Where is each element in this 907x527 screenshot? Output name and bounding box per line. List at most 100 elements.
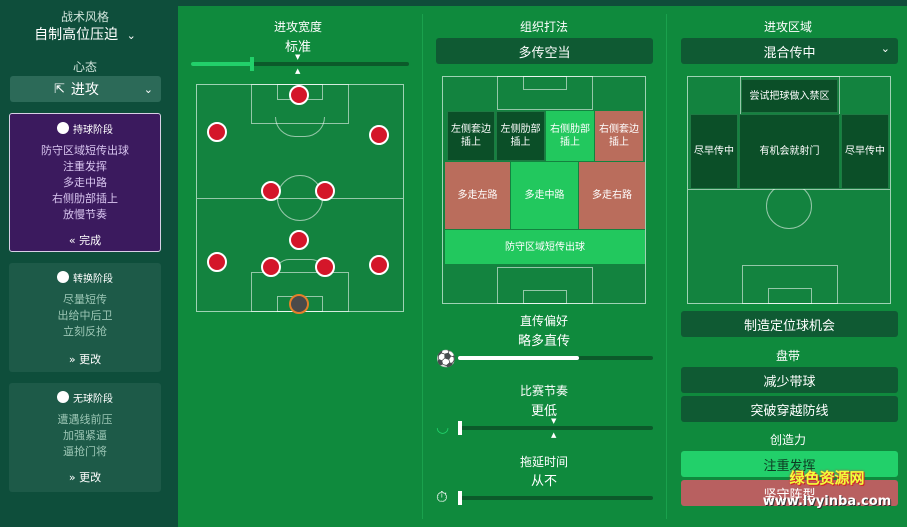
tactics-sidebar: 战术风格 自制高位压迫 ⌄ 心态 ⇱ 进攻 ⌄ 持球阶段 防守区域短传出球 注重… (0, 0, 178, 527)
zone-work-into-box[interactable]: 尝试把球做入禁区 (741, 79, 838, 113)
phase-transition[interactable]: 转换阶段 尽量短传 出给中后卫 立刻反抢 » 更改 (9, 263, 161, 372)
zone-left-overlap[interactable]: 左侧套边插上 (447, 111, 495, 161)
player-marker[interactable] (369, 125, 389, 145)
tempo-title: 比赛节奏 (519, 384, 568, 398)
phase-item: 多走中路 (63, 176, 107, 189)
width-value: 标准 (284, 40, 311, 55)
watermark-logo: 绿色资源网 www.lvyinba.com (762, 469, 892, 509)
set-pieces-button[interactable]: 制造定位球机会 (681, 311, 898, 337)
phase-item: 加强紧逼 (63, 429, 107, 442)
dribble-less-button[interactable]: 减少带球 (681, 367, 898, 393)
phase-item: 放慢节奏 (63, 208, 107, 221)
player-marker[interactable] (315, 257, 335, 277)
player-marker[interactable] (207, 252, 227, 272)
phase-title: 无球阶段 (73, 393, 113, 405)
default-marker-icon: ▼ (551, 417, 557, 425)
phase-item: 注重发挥 (63, 160, 107, 173)
style-value: 自制高位压迫 (34, 27, 119, 43)
phase-title: 持球阶段 (73, 124, 113, 136)
chevrons-right-icon: » (68, 471, 76, 484)
dribble-title: 盘带 (775, 349, 800, 363)
goalkeeper-marker[interactable] (289, 294, 309, 314)
zone-cross-early-left[interactable]: 尽早传中 (690, 114, 738, 189)
passing-title: 直传偏好 (519, 314, 568, 328)
player-marker[interactable] (207, 122, 227, 142)
attack-zones-pitch: 尝试把球做入禁区 尽早传中 有机会就射门 尽早传中 (687, 76, 891, 304)
zone-right-flank[interactable]: 多走右路 (579, 162, 645, 229)
no-ball-icon (57, 391, 69, 403)
stopwatch-icon: ⏱ (436, 488, 448, 506)
zone-center[interactable]: 多走中路 (511, 162, 578, 229)
zone-shoot-on-sight[interactable]: 有机会就射门 (739, 114, 840, 189)
change-button[interactable]: » 更改 (68, 353, 102, 366)
timewaste-slider[interactable]: ⏱ (436, 488, 653, 508)
zones-title: 进攻区域 (763, 20, 812, 34)
phase-in-possession[interactable]: 持球阶段 防守区域短传出球 注重发挥 多走中路 右侧肋部插上 放慢节奏 « 完成 (9, 113, 161, 252)
default-marker-icon: ▲ (551, 431, 557, 439)
phase-item: 出给中后卫 (57, 309, 113, 322)
player-marker[interactable] (315, 181, 335, 201)
width-title: 进攻宽度 (273, 20, 322, 34)
creativity-title: 创造力 (769, 433, 806, 447)
slider-handle[interactable] (250, 57, 255, 71)
phase-item: 尽量短传 (63, 293, 107, 306)
default-marker-icon: ▲ (295, 67, 301, 75)
passing-value: 略多直传 (517, 334, 570, 349)
timewaste-value: 从不 (530, 474, 557, 489)
zone-right-overlap[interactable]: 右侧套边插上 (595, 111, 643, 161)
tempo-value: 更低 (530, 404, 557, 419)
chevrons-right-icon: » (68, 353, 76, 366)
chevrons-left-icon: « (68, 234, 76, 247)
zone-short-goal-kicks[interactable]: 防守区域短传出球 (445, 230, 645, 264)
build-title: 组织打法 (519, 20, 568, 34)
football-icon: ⚽ (436, 349, 456, 368)
timewaste-title: 拖延时间 (519, 455, 568, 469)
zone-left-flank[interactable]: 多走左路 (445, 162, 510, 229)
style-dropdown[interactable]: 自制高位压迫 ⌄ (0, 24, 170, 44)
phase-item: 逼抢门将 (63, 445, 107, 458)
phase-title: 转换阶段 (73, 273, 113, 285)
mentality-label: 心态 (72, 60, 97, 74)
slider-handle[interactable] (458, 421, 462, 435)
style-label: 战术风格 (60, 10, 109, 24)
express-button[interactable]: 注重发挥 (681, 451, 898, 477)
chevron-down-icon: ⌄ (143, 82, 153, 96)
default-marker-icon: ▼ (295, 53, 301, 61)
build-dropdown[interactable]: 多传空当 (436, 38, 653, 64)
speedometer-icon: ◡ (436, 418, 450, 436)
change-button[interactable]: » 更改 (68, 471, 102, 484)
transition-icon (57, 271, 69, 283)
slider-handle[interactable] (458, 491, 462, 505)
chevron-down-icon: ⌄ (880, 42, 890, 55)
run-at-defence-button[interactable]: 突破穿越防线 (681, 396, 898, 422)
player-marker[interactable] (289, 85, 309, 105)
player-marker[interactable] (289, 230, 309, 250)
tempo-slider[interactable]: ◡ ▼ ▲ (436, 417, 653, 439)
zones-value: 混合传中 (763, 45, 816, 61)
zone-cross-early-right[interactable]: 尽早传中 (841, 114, 889, 189)
done-button[interactable]: « 完成 (68, 234, 102, 247)
formation-pitch (196, 84, 404, 314)
player-marker[interactable] (369, 255, 389, 275)
zone-left-halfspace[interactable]: 左侧肋部插上 (496, 111, 545, 161)
zones-dropdown[interactable]: 混合传中 ⌄ (681, 38, 898, 64)
phase-item: 遭遇线前压 (57, 413, 113, 426)
phase-item: 防守区域短传出球 (41, 144, 129, 157)
arrow-expand-icon: ⇱ (54, 81, 65, 97)
mentality-value: 进攻 (70, 82, 99, 98)
phase-item: 立刻反抢 (63, 325, 107, 338)
phase-item: 右侧肋部插上 (52, 192, 118, 205)
discipline-button[interactable]: 坚守阵型 (681, 480, 898, 506)
player-marker[interactable] (261, 257, 281, 277)
mentality-dropdown[interactable]: ⇱ 进攻 ⌄ (10, 76, 161, 102)
phase-out-of-possession[interactable]: 无球阶段 遭遇线前压 加强紧逼 逼抢门将 » 更改 (9, 383, 161, 492)
chevron-down-icon: ⌄ (126, 29, 136, 42)
width-slider[interactable]: ▼ ▲ (191, 53, 409, 75)
tactics-main-panel: 进攻宽度 标准 ▼ ▲ (178, 6, 907, 527)
football-icon (57, 122, 69, 134)
build-zones-pitch: 左侧套边插上 左侧肋部插上 右侧肋部插上 右侧套边插上 多走左路 多走中路 多走… (442, 76, 646, 304)
player-marker[interactable] (261, 181, 281, 201)
passing-slider[interactable]: ⚽ (436, 348, 653, 368)
zone-right-halfspace[interactable]: 右侧肋部插上 (546, 111, 594, 161)
